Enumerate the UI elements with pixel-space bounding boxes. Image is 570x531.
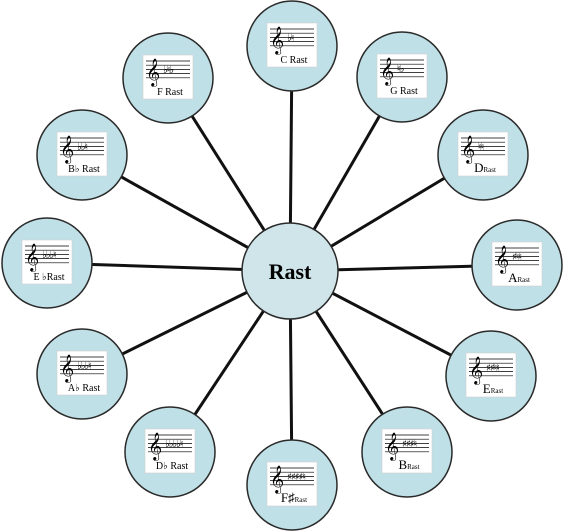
key-label-e: ERast [483,381,503,396]
node-g: 𝄞♮♭ G Rast [356,31,448,123]
key-label-d: DRast [474,160,496,175]
key-signature: ♭♮♭ [163,65,174,76]
treble-clef-icon: 𝄞 [60,135,74,164]
key-label-main: C Rast [281,55,308,66]
key-label-ab: A♭ Rast [68,383,100,394]
key-label-main: A [508,270,518,285]
key-signature: ♭♭♭♮ [77,361,91,372]
center-label: Rast [269,259,312,284]
key-label-b: BRast [398,457,419,472]
node-ab: 𝄞♭♭♭♮ A♭ Rast [36,328,128,420]
node-a: 𝄞♯♮♮ ARast [471,219,563,311]
node-fs: 𝄞♯♯♯♯♮ F♯Rast [246,439,338,531]
key-signature: ♯♯♯♮ [402,439,417,450]
key-label-main: E [483,381,491,396]
staff-card [457,131,509,177]
key-label-suffix: Rast [407,463,420,471]
key-signature: ♭♭♮ [77,142,87,153]
staff-card [465,352,517,398]
key-label-suffix: Rast [295,496,308,504]
key-label-main: E ♭Rast [33,272,64,283]
key-label-fs: F♯Rast [281,490,307,505]
treble-clef-icon: 𝄞 [385,432,399,461]
key-label-a: ARast [508,270,530,285]
key-label-main: G Rast [390,86,418,97]
treble-clef-icon: 𝄞 [380,57,394,86]
staff-card [266,22,318,68]
treble-clef-icon: 𝄞 [469,356,483,385]
staff-card [381,428,433,474]
key-label-c: C Rast [281,55,308,66]
key-signature: ♭♭♭♮ [42,250,56,261]
key-signature: ♯♯♮♮ [486,363,499,374]
treble-clef-icon: 𝄞 [270,465,284,494]
treble-clef-icon: 𝄞 [270,26,284,55]
key-label-main: D♭ Rast [156,461,188,472]
key-label-suffix: Rast [517,276,530,284]
staff-card [491,241,543,287]
treble-clef-icon: 𝄞 [146,58,160,87]
node-c: 𝄞♭♮ C Rast [246,0,338,92]
key-signature: ♭♮ [287,33,294,44]
staff-card [56,131,108,177]
staff-card [266,461,318,507]
key-label-main: F Rast [157,87,183,98]
node-bb: 𝄞♭♭♮ B♭ Rast [36,109,128,201]
key-label-g: G Rast [390,86,418,97]
key-signature: ♮♭ [397,64,405,75]
node-e: 𝄞♯♯♮♮ ERast [445,330,537,422]
key-label-bb: B♭ Rast [68,164,100,175]
center-node: Rast [241,222,339,320]
treble-clef-icon: 𝄞 [148,432,162,461]
key-label-suffix: Rast [491,387,504,395]
key-signature: ♯♯♯♯♮ [287,472,305,483]
key-signature: ♭♭♭♭♮ [165,439,183,450]
key-signature: ♮♮ [478,142,484,153]
staff-card [21,239,73,285]
center-circle [241,222,339,320]
key-label-main: B [398,457,407,472]
treble-clef-icon: 𝄞 [495,245,509,274]
treble-clef-icon: 𝄞 [25,243,39,272]
key-label-main: B♭ Rast [68,164,100,175]
node-eb: 𝄞♭♭♭♮ E ♭Rast [1,217,93,309]
staff-card [376,53,428,99]
node-f: 𝄞♭♮♭ F Rast [122,32,214,124]
key-label-eb: E ♭Rast [33,272,64,283]
staff-card [144,428,196,474]
node-db: 𝄞♭♭♭♭♮ D♭ Rast [124,406,216,498]
key-label-main: A♭ Rast [68,383,100,394]
node-d: 𝄞♮♮ DRast [437,109,529,201]
key-signature: ♯♮♮ [512,252,521,263]
staff-card [142,54,194,100]
key-label-suffix: Rast [483,166,496,174]
treble-clef-icon: 𝄞 [60,354,74,383]
key-label-main: F♯ [281,490,295,505]
key-label-main: D [474,160,483,175]
treble-clef-icon: 𝄞 [461,135,475,164]
staff-card [56,350,108,396]
node-b: 𝄞♯♯♯♮ BRast [361,406,453,498]
key-label-f: F Rast [157,87,183,98]
key-label-db: D♭ Rast [156,461,188,472]
